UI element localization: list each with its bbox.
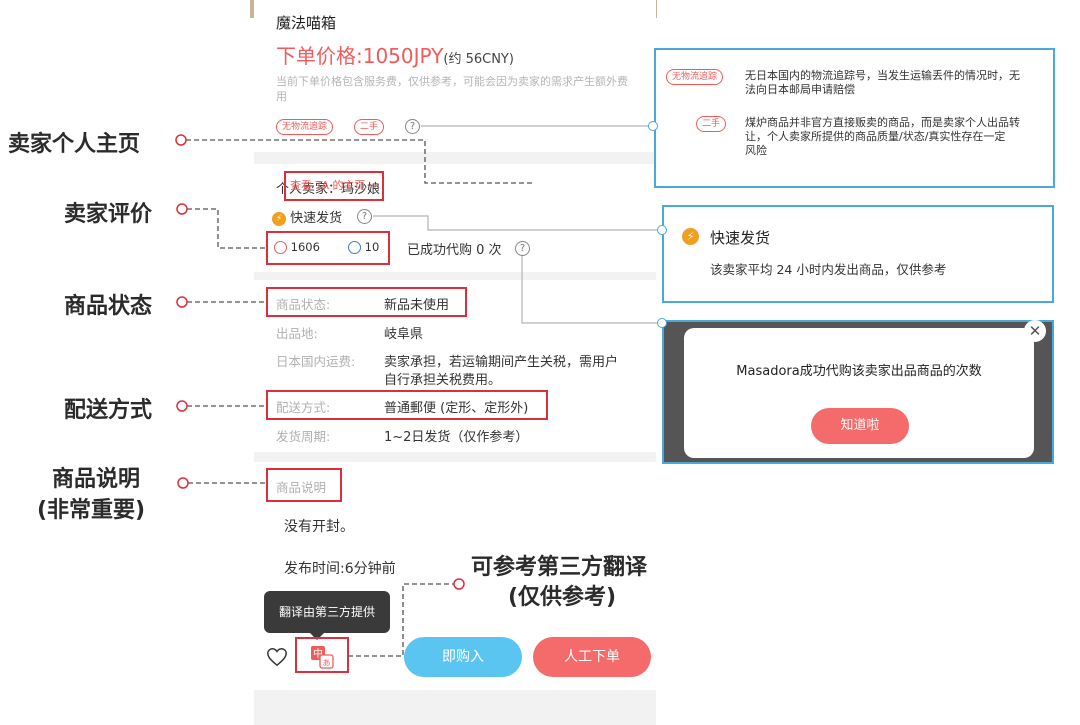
status-value: 新品未使用 [384, 298, 450, 313]
price-cny: (约 56CNY) [443, 52, 514, 67]
domestic-fee-value-2: 自行承担关税费用。 [384, 373, 502, 388]
tag-no-tracking[interactable]: 无物流追踪 [276, 119, 334, 135]
details-card: 商品状态: 新品未使用 出品地: 岐阜県 日本国内运费: 卖家承担，若运输期间产… [254, 280, 656, 452]
fast-ship-label: 快速发货 [290, 211, 343, 226]
annotation-shipping: 配送方式 [64, 398, 153, 423]
bad-rating[interactable]: 10 [348, 240, 379, 254]
panel-tag-no-tracking: 无物流追踪 [666, 69, 724, 85]
description-line-1: 没有开封。 [284, 519, 354, 535]
description-line-2: 发布时间:6分钟前 [284, 561, 396, 577]
good-count: 1606 [290, 240, 320, 254]
tag-used[interactable]: 二手 [354, 119, 385, 135]
close-icon[interactable]: ✕ [1024, 320, 1046, 342]
smile-icon [274, 241, 287, 254]
fast-ship-panel: ⚡ 快速发货 该卖家平均 24 小时内发出商品，仅供参考 [662, 205, 1054, 303]
rating-highlight [266, 231, 390, 265]
product-header-card: 魔法喵箱 下单价格:1050JPY(约 56CNY) 当前下单价格包含服务费，仅… [254, 0, 656, 152]
panel-no-tracking-text-2: 法向日本邮局申请赔偿 [745, 83, 855, 96]
shipping-value: 普通郵便 (定形、定形外) [384, 401, 529, 416]
domestic-fee-value-1: 卖家承担，若运输期间产生关税，需用户 [384, 355, 619, 370]
sad-icon [348, 241, 361, 254]
tags-help-icon[interactable]: ? [405, 119, 420, 134]
lightning-icon: ⚡ [272, 211, 286, 226]
status-highlight [266, 287, 467, 317]
panel-used-text-1: 煤炉商品并非官方直接贩卖的商品，而是卖家个人出品转 [745, 116, 1020, 129]
annotation-description-1: 商品说明 [52, 467, 141, 492]
got-it-button[interactable]: 知道啦 [811, 408, 909, 444]
fast-ship-help-icon[interactable]: ? [357, 209, 372, 224]
annotation-seller-home: 卖家个人主页 [8, 132, 141, 157]
price-jpy: 下单价格:1050JPY [276, 44, 444, 68]
tags-explanation-panel: 无物流追踪 无日本国内的物流追踪号，当发生运输丢件的情况时，无 法向日本邮局申请… [654, 48, 1055, 188]
success-count-panel: Masadora成功代购该卖家出品商品的次数 知道啦 ✕ [662, 320, 1054, 464]
translate-icon[interactable]: 中 あ [310, 645, 334, 669]
cycle-label: 发货周期: [276, 429, 331, 444]
translation-tooltip-tail [310, 633, 324, 640]
panel-tag-used: 二手 [696, 116, 727, 132]
status-label: 商品状态: [276, 297, 331, 312]
seller-card: 个人卖家：玛沙娘 ⚡ 快速发货 ? 1606 10 已成功代购 0 次 ? [254, 164, 656, 272]
annotation-item-status: 商品状态 [64, 294, 153, 319]
panel-lightning-icon: ⚡ [682, 228, 699, 245]
panel-connector-dot-1 [648, 121, 658, 131]
domestic-fee-label: 日本国内运费: [276, 354, 356, 369]
bad-count: 10 [364, 240, 380, 254]
annotation-description-2: (非常重要) [37, 498, 146, 523]
modal-text: Masadora成功代购该卖家出品商品的次数 [736, 364, 982, 379]
description-highlight [266, 468, 342, 502]
favorite-heart-icon[interactable] [266, 646, 288, 668]
panel-used-text-2: 让，个人卖家所提供的商品质量/状态/真实性存在一定 [745, 130, 1006, 143]
buy-now-button[interactable]: 即购入 [404, 637, 522, 677]
panel-no-tracking-text-1: 无日本国内的物流追踪号，当发生运输丢件的情况时，无 [745, 69, 1020, 82]
fast-ship-panel-title: 快速发货 [710, 229, 771, 247]
fast-ship-panel-desc: 该卖家平均 24 小时内发出商品，仅供参考 [710, 262, 947, 277]
translate-highlight [295, 637, 349, 673]
success-count-modal: Masadora成功代购该卖家出品商品的次数 知道啦 [684, 328, 1034, 458]
svg-text:中: 中 [313, 647, 323, 660]
translation-tooltip: 翻译由第三方提供 [264, 591, 390, 633]
fast-ship-row: ⚡ 快速发货 [272, 207, 342, 226]
good-rating[interactable]: 1606 [274, 240, 320, 254]
shipping-label: 配送方式: [276, 400, 331, 415]
origin-value: 岐阜県 [384, 327, 424, 342]
description-label: 商品说明 [276, 480, 327, 495]
price-notice: 当前下单价格包含服务费，仅供参考，可能会因为卖家的需求产生额外费用 [276, 75, 628, 103]
panel-connector-dot-3 [657, 318, 667, 328]
annotation-seller-rating: 卖家评价 [64, 202, 153, 227]
seller-homepage-link[interactable]: 查看 TA 的主页 ›› [284, 171, 384, 201]
manual-order-button[interactable]: 人工下单 [533, 637, 651, 677]
annotation-translate-2: (仅供参考) [508, 585, 617, 610]
svg-text:あ: あ [323, 659, 331, 668]
product-price: 下单价格:1050JPY(约 56CNY) [276, 40, 514, 69]
annotation-translate-1: 可参考第三方翻译 [471, 555, 648, 580]
shipping-highlight [266, 390, 548, 420]
origin-label: 出品地: [276, 326, 318, 341]
phone-screen: 魔法喵箱 下单价格:1050JPY(约 56CNY) 当前下单价格包含服务费，仅… [254, 0, 656, 725]
product-title: 魔法喵箱 [276, 14, 337, 32]
panel-used-text-3: 风险 [745, 144, 767, 157]
panel-connector-dot-2 [657, 225, 667, 235]
seller-name: 个人卖家：玛沙娘 [276, 182, 381, 197]
success-help-icon[interactable]: ? [515, 241, 530, 256]
cycle-value: 1~2日发货（仅作参考） [384, 430, 529, 445]
success-count: 已成功代购 0 次 [407, 243, 502, 258]
